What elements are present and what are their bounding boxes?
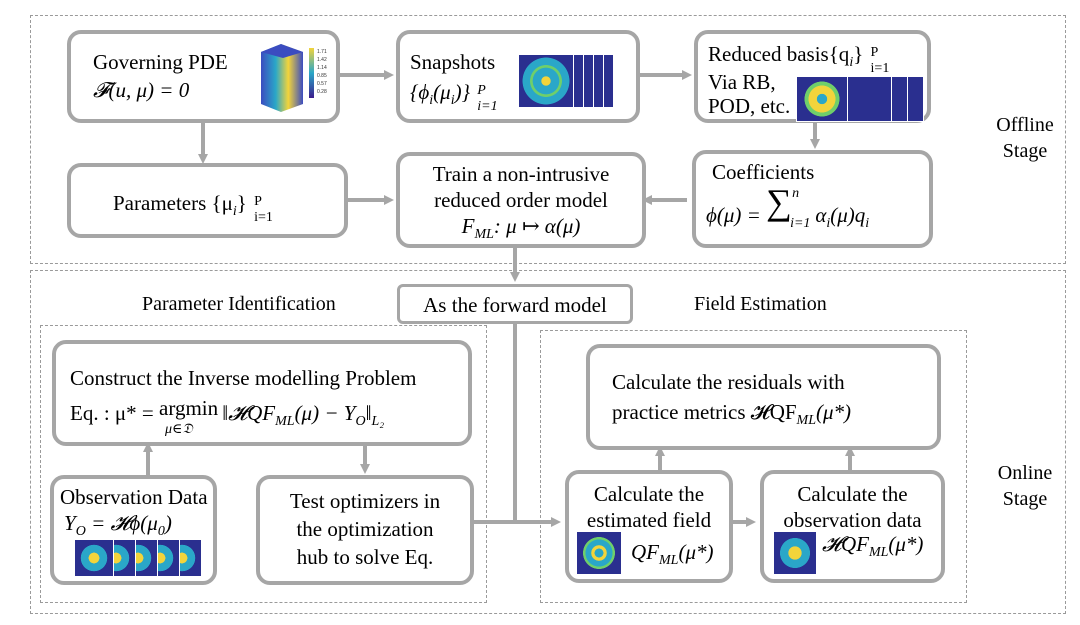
residuals-line2: practice metrics 𝓗QFML(μ*) <box>612 400 852 429</box>
basis-image <box>844 76 892 122</box>
observation-calc-line1: Calculate the <box>797 482 908 506</box>
train-line1: Train a non-intrusive <box>432 162 610 186</box>
train-line2: reduced order model <box>434 188 608 212</box>
estimated-field-line2: estimated field <box>586 508 712 532</box>
snapshots-box: Snapshots {ϕi(μi)} P i=1 <box>396 30 640 123</box>
inverse-problem-equation: Eq. : μ* = argmin μ∈𝔇 ‖𝓗QFML(μ) − YO‖L₂ <box>70 396 385 437</box>
inverse-problem-box: Construct the Inverse modelling Problem … <box>52 340 472 446</box>
estimated-field-equation: QFML(μ*) <box>631 540 714 569</box>
residuals-line1: Calculate the residuals with <box>612 370 845 394</box>
snapshot-image-front <box>518 54 574 108</box>
parameters-box: Parameters {μi} P i=1 <box>67 163 348 238</box>
arrow-forward-to-estimated <box>513 324 561 527</box>
online-stage-frame <box>30 270 1066 614</box>
test-optimizers-box: Test optimizers in the optimization hub … <box>256 475 474 585</box>
basis-image-front <box>796 76 848 122</box>
snapshots-set: {ϕi(μi)} P i=1 <box>410 80 498 114</box>
governing-pde-title: Governing PDE <box>93 50 228 74</box>
basis-stack <box>796 76 926 122</box>
observation-image-strip <box>74 539 204 577</box>
observation-data-title: Observation Data <box>60 485 208 509</box>
parameter-identification-label: Parameter Identification <box>142 293 336 315</box>
estimated-field-box: Calculate the estimated field QFML(μ*) <box>565 470 733 583</box>
observation-calc-equation: 𝓗QFML(μ*) <box>822 532 924 561</box>
parameter-identification-frame <box>40 325 487 603</box>
observation-image <box>74 539 114 577</box>
forward-model-box: As the forward model <box>397 284 633 324</box>
test-optimizers-line2: the optimization <box>296 517 434 541</box>
test-optimizers-line1: Test optimizers in <box>289 489 441 513</box>
observation-data-equation: YO = 𝓗ϕ(μ0) <box>64 511 172 540</box>
coefficients-box: Coefficients ϕ(μ) = ∑ n i=1 αi(μ)qi <box>692 150 933 248</box>
forward-model-label: As the forward model <box>423 293 607 317</box>
reduced-basis-title: Reduced basis{qi} P i=1 <box>708 42 890 76</box>
reduced-basis-box: Reduced basis{qi} P i=1 Via RB, POD, etc… <box>694 30 931 123</box>
residuals-box: Calculate the residuals with practice me… <box>586 344 941 450</box>
estimated-field-image <box>577 532 621 574</box>
train-model-box: Train a non-intrusive reduced order mode… <box>396 152 646 248</box>
governing-pde-equation: 𝓕(u, μ) = 0 <box>93 78 190 102</box>
snapshot-stack <box>518 52 633 110</box>
snapshots-title: Snapshots <box>410 50 496 74</box>
observation-data-box: Observation Data YO = 𝓗ϕ(μ0) <box>50 475 217 585</box>
parameters-text: Parameters {μi} P i=1 <box>113 191 273 225</box>
inverse-problem-title: Construct the Inverse modelling Problem <box>70 366 417 390</box>
observation-calc-box: Calculate the observation data 𝓗QFML(μ*) <box>760 470 945 583</box>
estimated-field-line1: Calculate the <box>593 482 705 506</box>
offline-stage-frame <box>30 15 1066 264</box>
observation-calc-image <box>774 532 816 574</box>
coefficients-title: Coefficients <box>712 160 815 184</box>
test-optimizers-line3: hub to solve Eq. <box>296 545 434 569</box>
train-line3: FML: μ ↦ α(μ) <box>461 214 581 243</box>
coefficients-equation: ϕ(μ) = ∑ n i=1 αi(μ)qi <box>706 182 870 232</box>
field-estimation-frame <box>540 330 967 603</box>
field-estimation-label: Field Estimation <box>694 293 827 315</box>
pde-3d-field-plot <box>261 44 314 112</box>
observation-calc-line2: observation data <box>783 508 922 532</box>
reduced-basis-via: Via RB, <box>708 70 776 94</box>
reduced-basis-methods: POD, etc. <box>708 94 791 118</box>
